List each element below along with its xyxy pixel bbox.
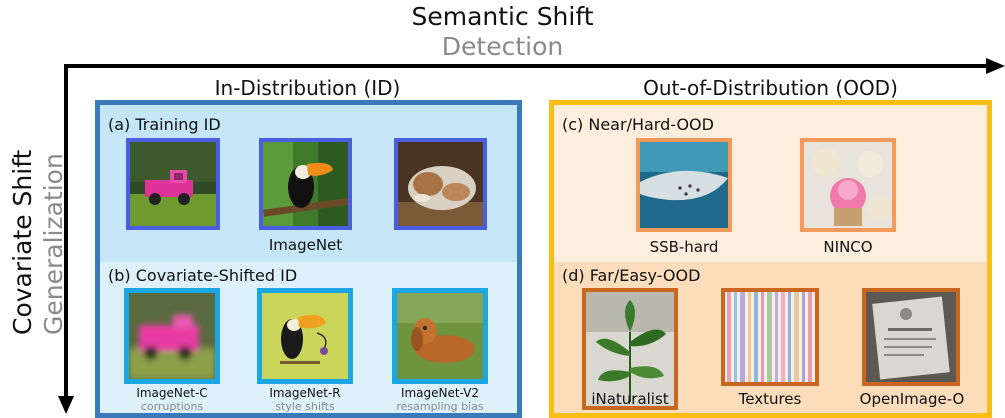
ninco-caption: NINCO <box>823 238 873 256</box>
imagenet-v2-caption: ImageNet-V2 <box>400 386 480 400</box>
toucan-photo-icon <box>259 138 352 230</box>
spaniel-photo-icon <box>392 288 488 384</box>
vertical-arrowhead <box>58 396 74 414</box>
id-column-header: In-Distribution (ID) <box>214 76 401 100</box>
covariate-shifted-label: (b) Covariate-Shifted ID <box>108 266 298 285</box>
textures-caption: Textures <box>738 390 802 408</box>
ssb-hard-caption: SSB-hard <box>649 238 719 256</box>
training-id-caption: ImageNet <box>268 236 343 254</box>
pink-truck-photo-icon <box>126 138 220 230</box>
imagenet-r-caption: ImageNet-R <box>269 386 341 400</box>
imagenet-v2-note: resampling bias <box>396 400 484 413</box>
imagenet-c-note: corruptions <box>140 400 204 413</box>
blurred-pink-truck-photo-icon <box>124 288 220 384</box>
striped-texture-icon <box>721 288 819 386</box>
far-ood-label: (d) Far/Easy-OOD <box>562 266 701 285</box>
manta-ray-photo-icon <box>636 138 732 232</box>
near-ood-section <box>554 105 987 262</box>
imagenet-c-caption: ImageNet-C <box>136 386 208 400</box>
ood-column-header: Out-of-Distribution (OOD) <box>643 76 898 100</box>
sleeping-dog-photo-icon <box>394 138 487 230</box>
horizontal-arrowhead <box>986 58 1005 74</box>
horizontal-axis-title: Semantic Shift <box>411 2 594 31</box>
training-id-label: (a) Training ID <box>108 115 221 134</box>
openimage-o-caption: OpenImage-O <box>859 390 965 408</box>
near-ood-label: (c) Near/Hard-OOD <box>562 115 714 134</box>
toucan-drawing-icon <box>257 288 353 384</box>
horizontal-axis-subtitle: Detection <box>441 32 564 61</box>
inaturalist-caption: iNaturalist <box>591 390 669 408</box>
imagenet-r-note: style shifts <box>275 400 335 413</box>
certificate-photo-icon <box>862 288 960 386</box>
plant-leaves-photo-icon <box>582 288 678 410</box>
cupcakes-photo-icon <box>800 138 896 232</box>
